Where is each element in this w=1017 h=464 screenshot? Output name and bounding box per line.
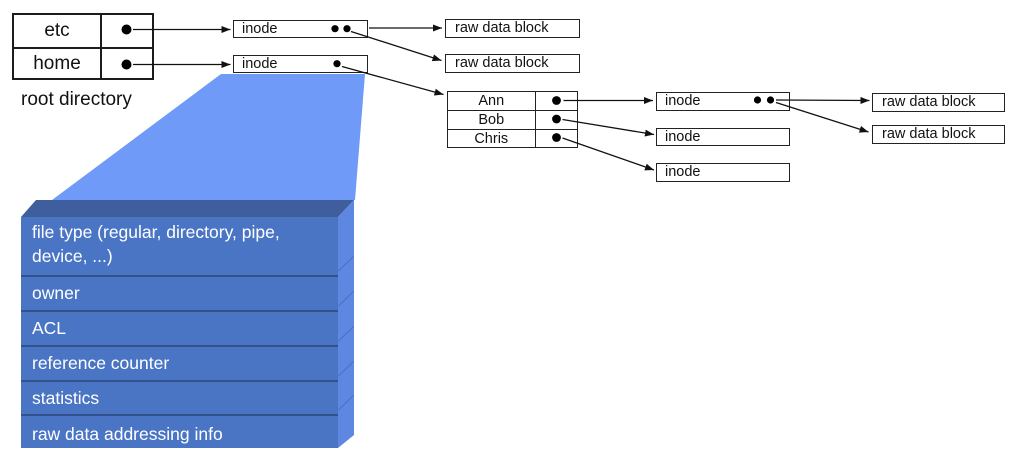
stack-side-face (338, 200, 354, 448)
stack-row-raw-data-addressing: raw data addressing info (21, 414, 338, 452)
home-dir-row-bob: Bob (448, 110, 577, 129)
inode-box-ann: inode (656, 92, 790, 111)
stack-row-file-type: file type (regular, directory, pipe, dev… (32, 222, 280, 266)
raw-data-block: raw data block (445, 19, 580, 38)
root-dir-row-etc: etc (14, 15, 152, 47)
inode-box-home: inode (233, 55, 368, 73)
root-directory-caption: root directory (21, 89, 132, 110)
inode-label: inode (665, 164, 701, 181)
raw-block-label: raw data block (455, 55, 549, 72)
home-dir-row-ann: Ann (448, 92, 577, 110)
inode-box-chris: inode (656, 163, 790, 182)
pointer-cell (102, 15, 152, 47)
root-directory-table: etc home (12, 13, 154, 80)
stack-row-statistics: statistics (21, 380, 338, 414)
inode-label: inode (242, 56, 278, 72)
pointer-cell (536, 92, 578, 110)
dir-entry-name: Bob (448, 111, 536, 129)
inode-attributes-stack: file type (regular, directory, pipe, dev… (21, 217, 338, 448)
stack-row-owner: owner (21, 275, 338, 310)
pointer-cell (536, 130, 578, 148)
inode-label: inode (665, 128, 701, 145)
root-dir-row-home: home (14, 46, 152, 81)
inode-label: inode (665, 93, 701, 110)
zoom-beam (52, 74, 365, 200)
inode-box-bob: inode (656, 127, 790, 146)
home-directory-table: Ann Bob Chris (447, 91, 578, 148)
dir-entry-name: Ann (448, 92, 536, 110)
stack-top-face (21, 200, 354, 217)
raw-block-label: raw data block (882, 94, 976, 111)
stack-row-acl: ACL (21, 310, 338, 345)
dir-entry-name: etc (14, 15, 102, 47)
home-dir-row-chris: Chris (448, 129, 577, 148)
pointer-cell (102, 49, 152, 81)
dir-entry-name: Chris (448, 130, 536, 148)
raw-data-block: raw data block (445, 54, 580, 73)
raw-block-label: raw data block (455, 20, 549, 37)
stack-row-reference-counter: reference counter (21, 345, 338, 380)
pointer-cell (536, 111, 578, 129)
inode-box-etc: inode (233, 20, 368, 38)
stack-side-dividers (338, 256, 354, 411)
raw-block-label: raw data block (882, 126, 976, 143)
raw-data-block: raw data block (872, 93, 1005, 112)
raw-data-block: raw data block (872, 125, 1005, 144)
dir-entry-name: home (14, 48, 102, 80)
inode-label: inode (242, 21, 278, 37)
